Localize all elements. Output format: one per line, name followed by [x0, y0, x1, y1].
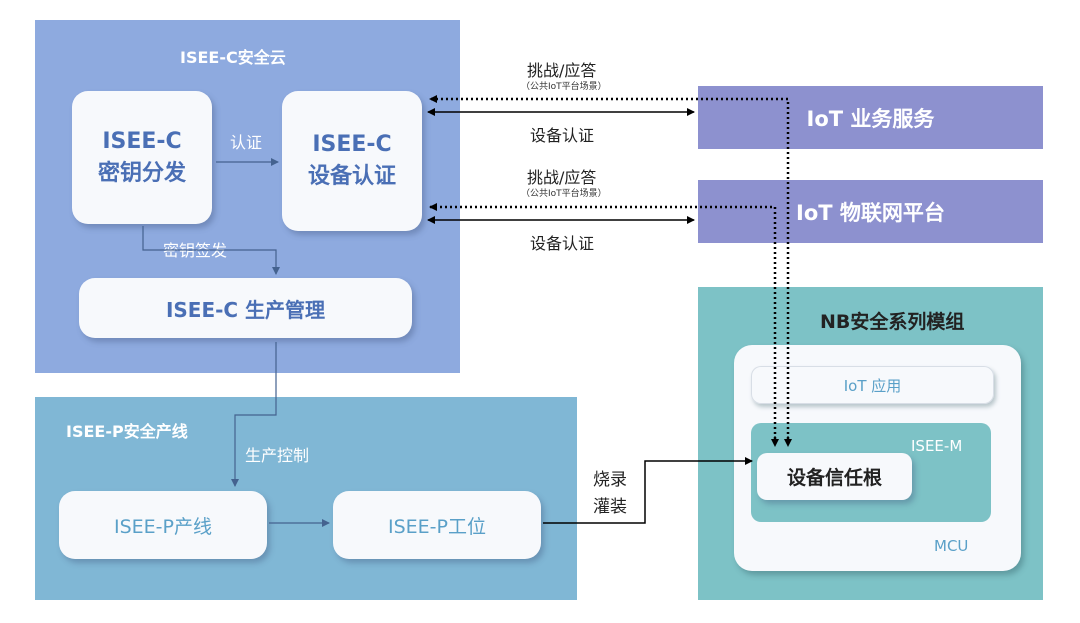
- iot-business-service: IoT 业务服务: [698, 86, 1043, 149]
- production-management-label: ISEE-C 生产管理: [165, 297, 326, 322]
- device-auth-label-2: 设备认证: [530, 234, 595, 253]
- device-auth-label-1: 设备认证: [530, 126, 595, 145]
- challenge-dotted-line-2: [429, 203, 777, 444]
- iot-platform-label: IoT 物联网平台: [796, 200, 945, 225]
- key-distribution-box: ISEE-C 密钥分发: [72, 91, 212, 224]
- isee-m-label: ISEE-M: [911, 437, 963, 455]
- device-auth-box: ISEE-C 设备认证: [282, 91, 422, 231]
- burn-fill-arrow: [543, 457, 753, 524]
- challenge-dotted-line-1: [429, 95, 790, 444]
- challenge-label-1: 挑战/应答: [527, 61, 597, 80]
- auth-label: 认证: [230, 133, 263, 152]
- production-control-label: 生产控制: [245, 446, 310, 465]
- challenge-note-1: （公共IoT平台场景）: [521, 82, 607, 92]
- key-distribution-line1: ISEE-C: [102, 128, 182, 154]
- burn-label: 烧录: [593, 470, 627, 490]
- challenge-label-2: 挑战/应答: [527, 168, 597, 187]
- fill-label: 灌装: [593, 497, 627, 517]
- workstation-box: ISEE-P工位: [333, 491, 541, 559]
- iot-app-box: IoT 应用: [751, 366, 994, 404]
- device-auth-line1: ISEE-C: [312, 132, 392, 157]
- production-management-box: ISEE-C 生产管理: [79, 278, 412, 338]
- device-auth-line2: 设备认证: [307, 164, 396, 189]
- burn-fill-label: 烧录 灌装: [593, 467, 627, 521]
- challenge-note-2: （公共IoT平台场景）: [521, 189, 607, 199]
- module-title: NB安全系列模组: [820, 311, 965, 333]
- iot-platform: IoT 物联网平台: [698, 180, 1043, 243]
- iot-app-label: IoT 应用: [843, 376, 902, 395]
- production-line-box: ISEE-P产线: [59, 491, 267, 559]
- iot-business-service-label: IoT 业务服务: [806, 106, 935, 131]
- mcu-label: MCU: [934, 537, 969, 555]
- production-line-label: ISEE-P产线: [114, 515, 212, 538]
- workstation-label: ISEE-P工位: [388, 515, 486, 538]
- root-of-trust-box: 设备信任根: [757, 453, 912, 500]
- line-title: ISEE-P安全产线: [66, 422, 188, 441]
- root-of-trust-label: 设备信任根: [786, 467, 882, 489]
- cloud-title: ISEE-C安全云: [180, 48, 286, 67]
- key-sign-arrow: [142, 226, 280, 275]
- production-control-arrow: [231, 342, 277, 487]
- key-distribution-line2: 密钥分发: [97, 160, 186, 186]
